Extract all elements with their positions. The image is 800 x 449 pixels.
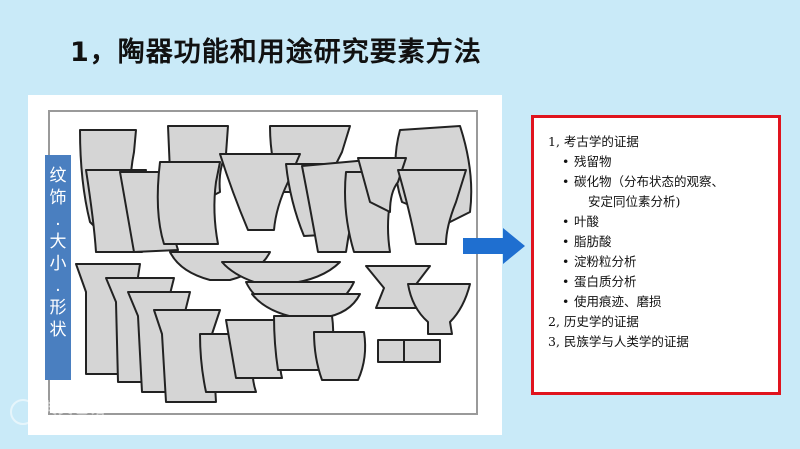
pottery-figure — [28, 95, 502, 435]
watermark-logo-icon — [10, 399, 36, 425]
pot-shape — [219, 153, 301, 231]
list-item: 安定同位素分析) — [588, 194, 681, 209]
vertical-label-char: 小 — [49, 254, 67, 274]
vertical-label: 纹 饰 . 大 小 . 形 状 — [45, 155, 71, 380]
pot-shape — [313, 331, 367, 381]
right-arrow-icon — [463, 228, 525, 264]
methods-panel: 1, 考古学的证据 残留物 碳化物（分布状态的观察、 安定同位素分析) 叶酸 脂… — [531, 115, 781, 395]
pot-shape — [377, 339, 441, 363]
list-item: 淀粉粒分析 — [548, 252, 778, 272]
list-item: 叶酸 — [548, 212, 778, 232]
list-item: 1, 考古学的证据 — [548, 134, 639, 149]
methods-list: 1, 考古学的证据 残留物 碳化物（分布状态的观察、 安定同位素分析) 叶酸 脂… — [534, 118, 778, 352]
vertical-label-char: 状 — [49, 320, 67, 340]
pot-shape — [357, 157, 407, 213]
list-item: 2, 历史学的证据 — [548, 314, 639, 329]
watermark-sub: MEDIART.COM — [42, 417, 96, 424]
watermark-name: 典贝艺诺 — [42, 399, 107, 417]
pottery-figure-frame — [48, 110, 478, 415]
vertical-label-char: 纹 — [49, 166, 67, 186]
list-item: 蛋白质分析 — [548, 272, 778, 292]
pot-shape — [156, 161, 221, 245]
vertical-label-char: . — [55, 210, 61, 230]
pot-shape — [251, 293, 361, 319]
list-item: 使用痕迹、磨损 — [548, 292, 778, 312]
vertical-label-char: 大 — [49, 232, 67, 252]
pot-shape — [397, 169, 467, 245]
pot-shape — [407, 283, 471, 335]
watermark: 典贝艺诺 MEDIART.COM — [10, 395, 130, 435]
pot-shape — [221, 261, 341, 285]
vertical-label-char: 饰 — [49, 188, 67, 208]
list-item: 3, 民族学与人类学的证据 — [548, 334, 689, 349]
vertical-label-char: 形 — [49, 298, 67, 318]
pottery-drawings — [75, 125, 473, 403]
slide-title: 1，陶器功能和用途研究要素方法 — [70, 37, 482, 68]
list-item: 脂肪酸 — [548, 232, 778, 252]
list-item: 残留物 — [548, 152, 778, 172]
list-item: 碳化物（分布状态的观察、 — [548, 172, 778, 192]
vertical-label-char: . — [55, 276, 61, 296]
